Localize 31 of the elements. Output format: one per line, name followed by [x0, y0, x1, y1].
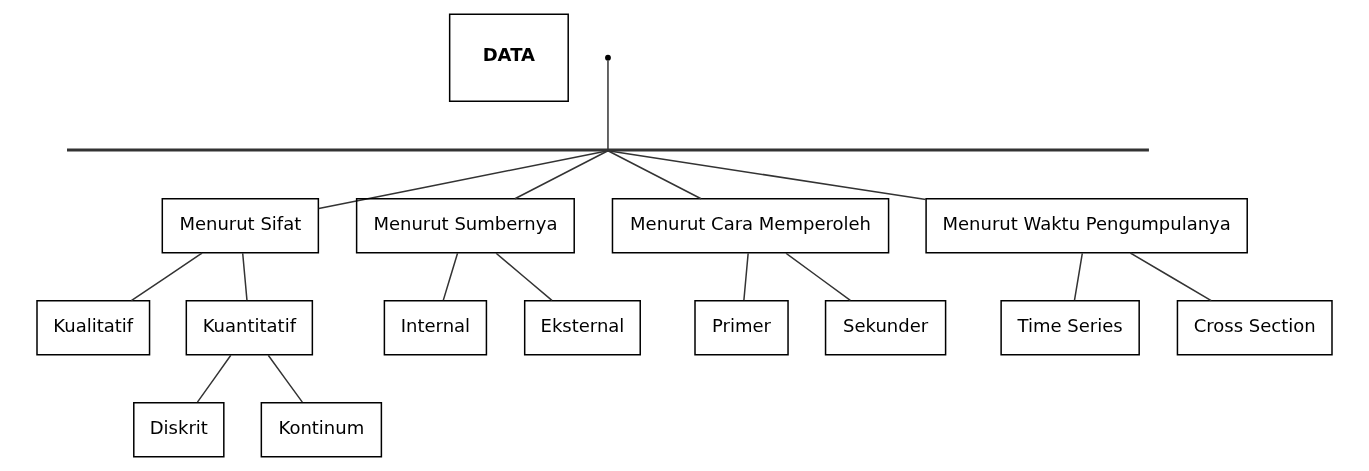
connector [318, 149, 609, 210]
node-box: Menurut Cara Memperoleh [611, 198, 890, 254]
node-box: Menurut Waktu Pengumpulanya [925, 198, 1248, 254]
node-box: Cross Section [1176, 300, 1333, 356]
node-box: Menurut Sifat [161, 198, 320, 254]
node-box: Eksternal [523, 300, 641, 356]
node-box: Kontinum [260, 402, 383, 458]
connector [607, 149, 927, 201]
connector [1073, 252, 1084, 301]
connector [785, 252, 852, 302]
node-box: Kualitatif [36, 300, 151, 356]
node-box: Menurut Sumbernya [355, 198, 575, 254]
connector [607, 59, 609, 150]
node-box: Primer [694, 300, 789, 356]
node-box: DATA [448, 13, 569, 102]
node-bar [67, 148, 1149, 152]
connector [1129, 252, 1212, 302]
node-box: Internal [383, 300, 488, 356]
node-box: Diskrit [133, 402, 225, 458]
connector [495, 252, 553, 302]
node-box: Kuantitatif [185, 300, 314, 356]
node-box: Time Series [1000, 300, 1140, 356]
connector [514, 149, 609, 200]
connector [442, 252, 459, 301]
connector [607, 149, 702, 200]
connector [241, 252, 248, 301]
connector [267, 354, 304, 403]
connector [196, 354, 232, 403]
node-box: Sekunder [824, 300, 947, 356]
connector [130, 252, 203, 302]
connector [743, 252, 749, 301]
